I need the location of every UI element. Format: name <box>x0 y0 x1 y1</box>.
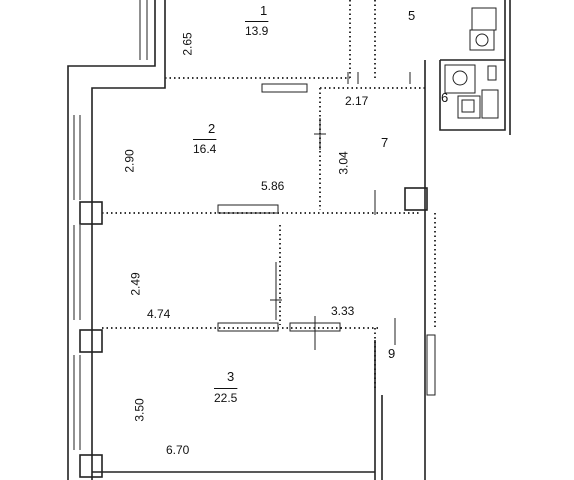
dim-hall-height: 2.49 <box>128 272 143 296</box>
dim-room2-width: 5.86 <box>261 179 285 193</box>
east-walls <box>374 0 511 480</box>
room-7-number: 7 <box>381 135 389 150</box>
room-9-number: 9 <box>388 346 396 361</box>
dim-hall-width: 4.74 <box>147 307 171 321</box>
room-2-area: 16.4 <box>193 142 217 156</box>
west-outer-wall <box>67 0 166 480</box>
dim-room3-width: 6.70 <box>166 443 190 457</box>
dim-room7-height: 3.04 <box>336 151 351 175</box>
dim-room7-width: 2.17 <box>345 94 369 108</box>
bathroom-fixtures <box>444 7 499 119</box>
west-windows <box>73 0 148 450</box>
room-1-number: 1 <box>260 3 268 18</box>
room-3-area: 22.5 <box>214 391 238 405</box>
dim-room2-height: 2.90 <box>122 149 137 173</box>
room-3-number: 3 <box>227 369 235 384</box>
room-5-number: 5 <box>408 8 416 23</box>
room-2-number: 2 <box>208 121 216 136</box>
dim-room3-height: 3.50 <box>132 398 147 422</box>
doors <box>217 72 436 396</box>
dim-corridor-width: 3.33 <box>331 304 355 318</box>
room-6-number: 6 <box>441 90 449 105</box>
room-1-area: 13.9 <box>245 24 269 38</box>
dim-room1-height: 2.65 <box>180 32 195 56</box>
